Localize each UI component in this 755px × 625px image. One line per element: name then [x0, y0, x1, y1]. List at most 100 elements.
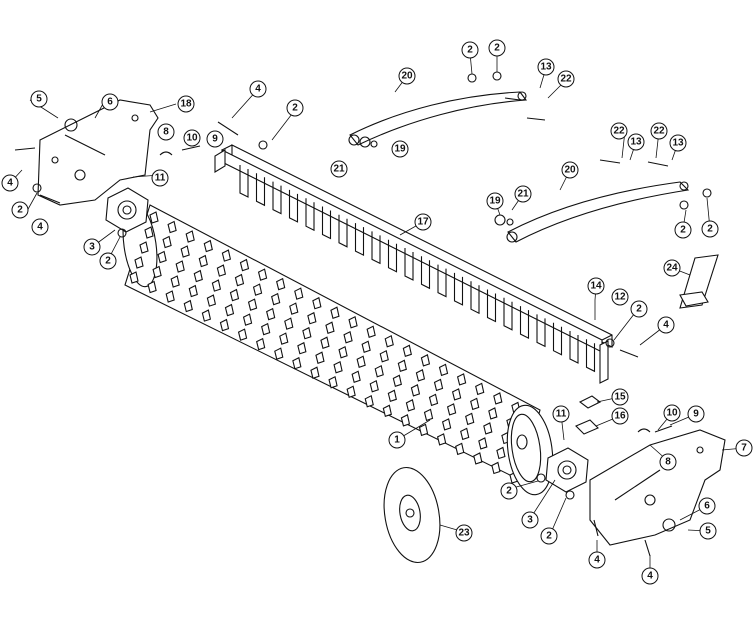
roller-spike: [410, 384, 421, 397]
roller-spike: [456, 373, 467, 386]
callout-10: 10: [183, 129, 201, 147]
callout-4: 4: [31, 218, 49, 236]
roller-spike: [216, 264, 227, 277]
svg-text:13: 13: [540, 62, 552, 73]
svg-text:2: 2: [707, 224, 713, 235]
roller-spike: [198, 254, 208, 268]
callout-2: 2: [630, 300, 648, 318]
callout-11: 11: [151, 169, 169, 187]
roller-spike: [356, 355, 366, 368]
roller-spike: [167, 220, 177, 234]
roller-spike: [257, 268, 268, 281]
callout-21: 21: [514, 185, 532, 203]
tine-bracket: [321, 206, 332, 240]
callout-9: 9: [687, 405, 705, 423]
svg-text:22: 22: [560, 74, 572, 85]
callout-21: 21: [330, 160, 348, 178]
tine-bracket: [420, 256, 431, 290]
roller-spike: [325, 321, 335, 334]
tine-bracket: [272, 181, 282, 215]
svg-text:15: 15: [614, 392, 626, 403]
callout-8: 8: [659, 453, 677, 471]
roller-spike: [271, 292, 281, 306]
link-arm-lower: [506, 181, 690, 243]
callout-22: 22: [610, 122, 628, 140]
frame-beam: [214, 144, 613, 384]
svg-text:7: 7: [741, 443, 747, 454]
roller-spike: [237, 328, 248, 341]
callout-2: 2: [461, 41, 479, 59]
link-arm-upper: [348, 91, 528, 146]
callout-13: 13: [627, 133, 645, 151]
roller-spike: [180, 245, 190, 258]
roller-spike: [247, 298, 258, 311]
roller-spike: [211, 279, 222, 292]
roller-spike: [256, 337, 266, 351]
callout-6: 6: [698, 497, 716, 515]
roller-spike: [175, 260, 185, 273]
callout-5: 5: [699, 522, 717, 540]
roller-spike: [387, 389, 397, 403]
svg-text:19: 19: [394, 144, 406, 155]
callout-15: 15: [611, 388, 629, 406]
roller-spike: [224, 303, 235, 317]
roller-spike: [397, 359, 407, 373]
svg-text:2: 2: [680, 225, 686, 236]
tine-bracket: [338, 214, 348, 248]
roller-spike: [297, 341, 307, 355]
roller-spike: [491, 461, 501, 475]
roller-spike: [441, 418, 452, 431]
hardware: [9, 50, 745, 575]
tine-bracket: [404, 248, 414, 281]
roller-spike: [183, 299, 193, 313]
right-side-plate: [589, 429, 726, 546]
callout-12: 12: [611, 288, 629, 306]
roller-spike: [475, 382, 485, 396]
callout-4: 4: [657, 316, 675, 334]
svg-text:22: 22: [653, 126, 665, 137]
callout-2: 2: [11, 201, 29, 219]
roller-spike: [134, 256, 144, 269]
svg-text:2: 2: [636, 304, 642, 315]
svg-text:11: 11: [155, 173, 166, 184]
roller-spike: [400, 414, 411, 427]
svg-text:5: 5: [36, 94, 42, 105]
callout-5: 5: [30, 90, 48, 108]
svg-text:11: 11: [556, 409, 567, 420]
tine-bracket: [585, 339, 596, 373]
callout-22: 22: [650, 122, 668, 140]
roller-spike: [446, 403, 457, 416]
callout-4: 4: [1, 174, 19, 192]
svg-text:20: 20: [401, 71, 413, 82]
roller-spike: [465, 412, 475, 426]
callout-22: 22: [557, 70, 575, 88]
roller-spike: [418, 423, 429, 437]
roller-spike: [330, 306, 340, 319]
roller-spike: [493, 392, 503, 405]
callout-20: 20: [561, 161, 579, 179]
roller-spike: [165, 290, 175, 303]
spiked-roller: [122, 202, 554, 496]
callout-18: 18: [177, 95, 195, 113]
roller-spike: [234, 273, 245, 287]
svg-text:2: 2: [546, 531, 552, 542]
callout-2: 2: [500, 482, 518, 500]
callout-2: 2: [99, 252, 117, 270]
roller-spike: [310, 366, 320, 379]
roller-spike: [451, 388, 462, 401]
svg-text:18: 18: [180, 99, 192, 110]
svg-text:16: 16: [614, 411, 626, 422]
callout-14: 14: [587, 277, 605, 295]
svg-text:3: 3: [527, 515, 533, 526]
tine-bracket: [387, 239, 398, 273]
roller-spike: [219, 318, 230, 332]
left-side-plate: [37, 99, 159, 206]
roller-spike: [201, 309, 212, 322]
svg-text:2: 2: [494, 43, 500, 54]
svg-text:2: 2: [17, 205, 23, 216]
roller-spike: [496, 446, 506, 460]
tine-bracket: [371, 231, 381, 265]
roller-spike: [206, 294, 217, 307]
svg-text:1: 1: [394, 435, 400, 446]
